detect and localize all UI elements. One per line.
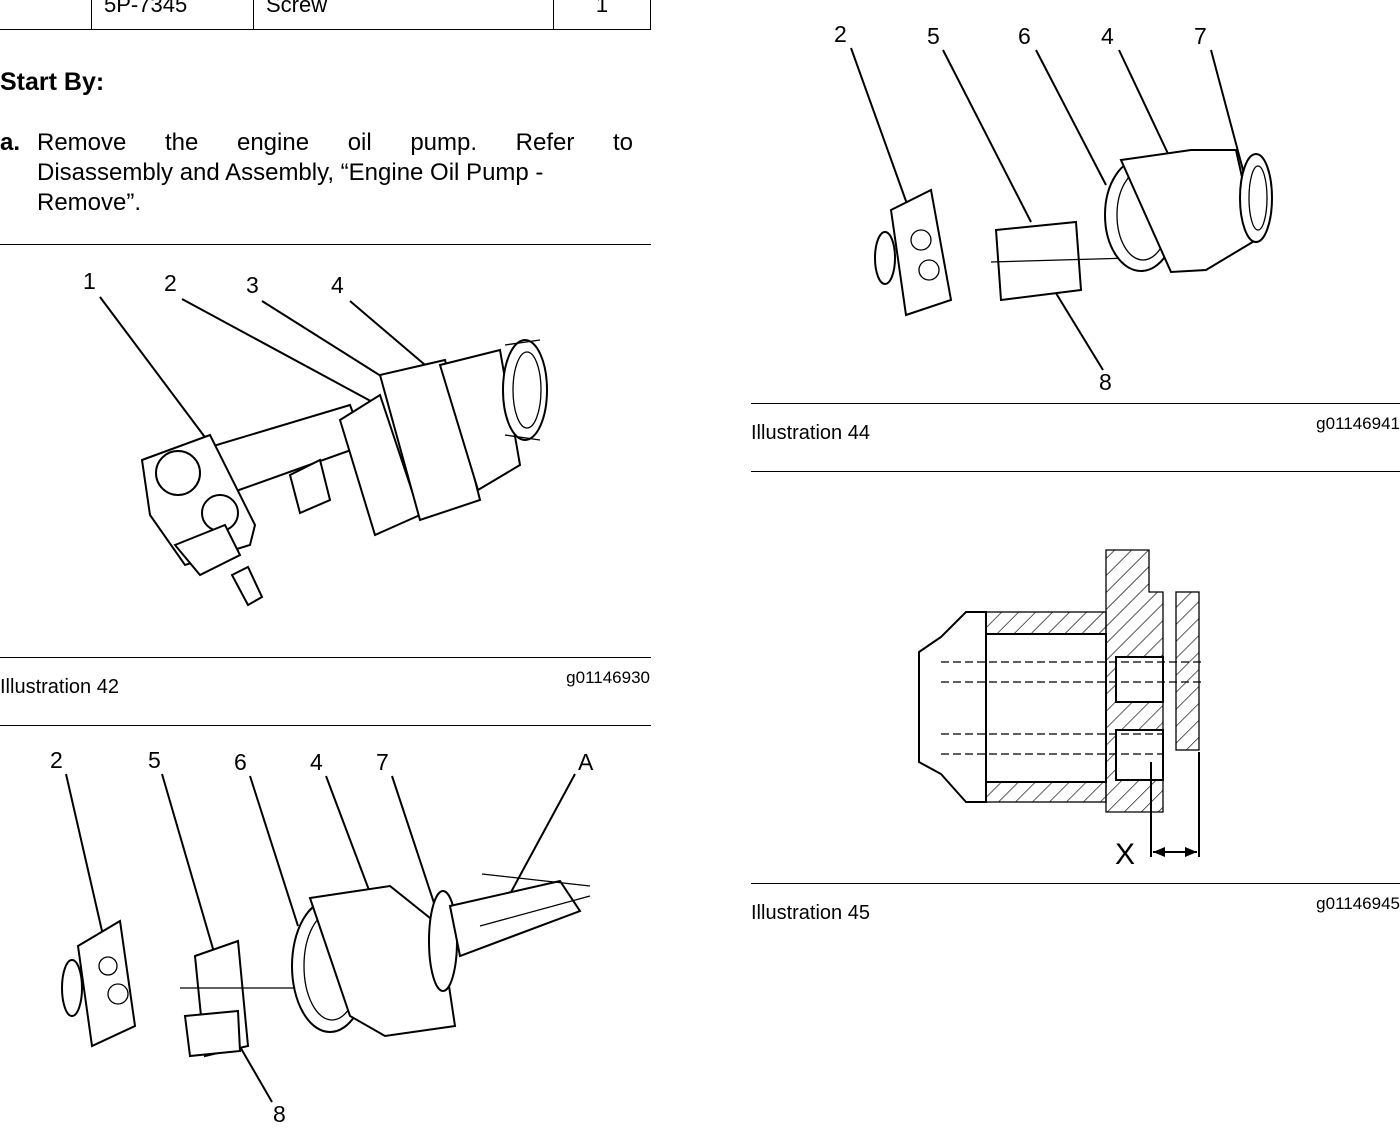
callout-label: 1 <box>83 268 96 294</box>
start-by-heading: Start By: <box>0 68 105 96</box>
part-description: Screw <box>266 0 328 17</box>
divider <box>0 244 651 245</box>
callout-label: A <box>578 749 594 775</box>
part-quantity: 1 <box>595 0 609 17</box>
callout-label: 4 <box>310 749 323 775</box>
illustration-code: g01146945 <box>1316 894 1400 913</box>
illustration-caption: Illustration 45 <box>751 902 870 924</box>
illustration-code: g01146930 <box>566 668 650 687</box>
divider <box>0 725 651 726</box>
callout-label: 3 <box>246 272 259 298</box>
callout-label: 5 <box>148 747 161 773</box>
callout-label: 5 <box>927 23 940 49</box>
illustration-43-drawing: 2 5 6 4 7 A 8 <box>50 747 594 1127</box>
illustration-caption: Illustration 44 <box>751 422 870 444</box>
illustration-44-drawing: 2 5 6 4 7 8 <box>834 21 1273 395</box>
callout-label: 6 <box>234 749 247 775</box>
callout-label: 7 <box>376 749 389 775</box>
step-marker: a. <box>0 129 21 156</box>
divider <box>0 657 651 658</box>
divider <box>751 471 1400 472</box>
table-cell-blank <box>0 0 92 30</box>
step-line: Remove”. <box>37 189 142 216</box>
divider <box>751 883 1400 884</box>
callout-label: 4 <box>331 272 344 298</box>
step-line: Remove the engine oil pump. Refer to <box>37 129 633 156</box>
callout-label: 7 <box>1194 23 1207 49</box>
callout-label: 8 <box>273 1101 286 1127</box>
callout-label: 2 <box>164 270 177 296</box>
illustration-caption: Illustration 42 <box>0 676 119 698</box>
divider <box>751 403 1400 404</box>
table-cell-description: Screw <box>254 0 554 30</box>
dimension-label: X <box>1115 838 1135 871</box>
callout-label: 4 <box>1101 23 1114 49</box>
callout-label: 8 <box>1099 369 1112 395</box>
table-cell-quantity: 1 <box>554 0 651 30</box>
callout-label: 2 <box>834 21 847 47</box>
part-number: 5P-7345 <box>104 0 188 17</box>
step-line: Disassembly and Assembly, “Engine Oil Pu… <box>37 159 544 186</box>
step-text: Remove the engine oil pump. Refer to Dis… <box>37 128 633 218</box>
callout-label: 2 <box>50 747 63 773</box>
table-cell-part-number: 5P-7345 <box>92 0 254 30</box>
illustration-code: g01146941 <box>1316 414 1400 433</box>
illustration-42-drawing: 1 2 3 4 <box>83 268 548 607</box>
illustration-45-drawing: X <box>918 549 1201 871</box>
callout-label: 6 <box>1018 23 1031 49</box>
